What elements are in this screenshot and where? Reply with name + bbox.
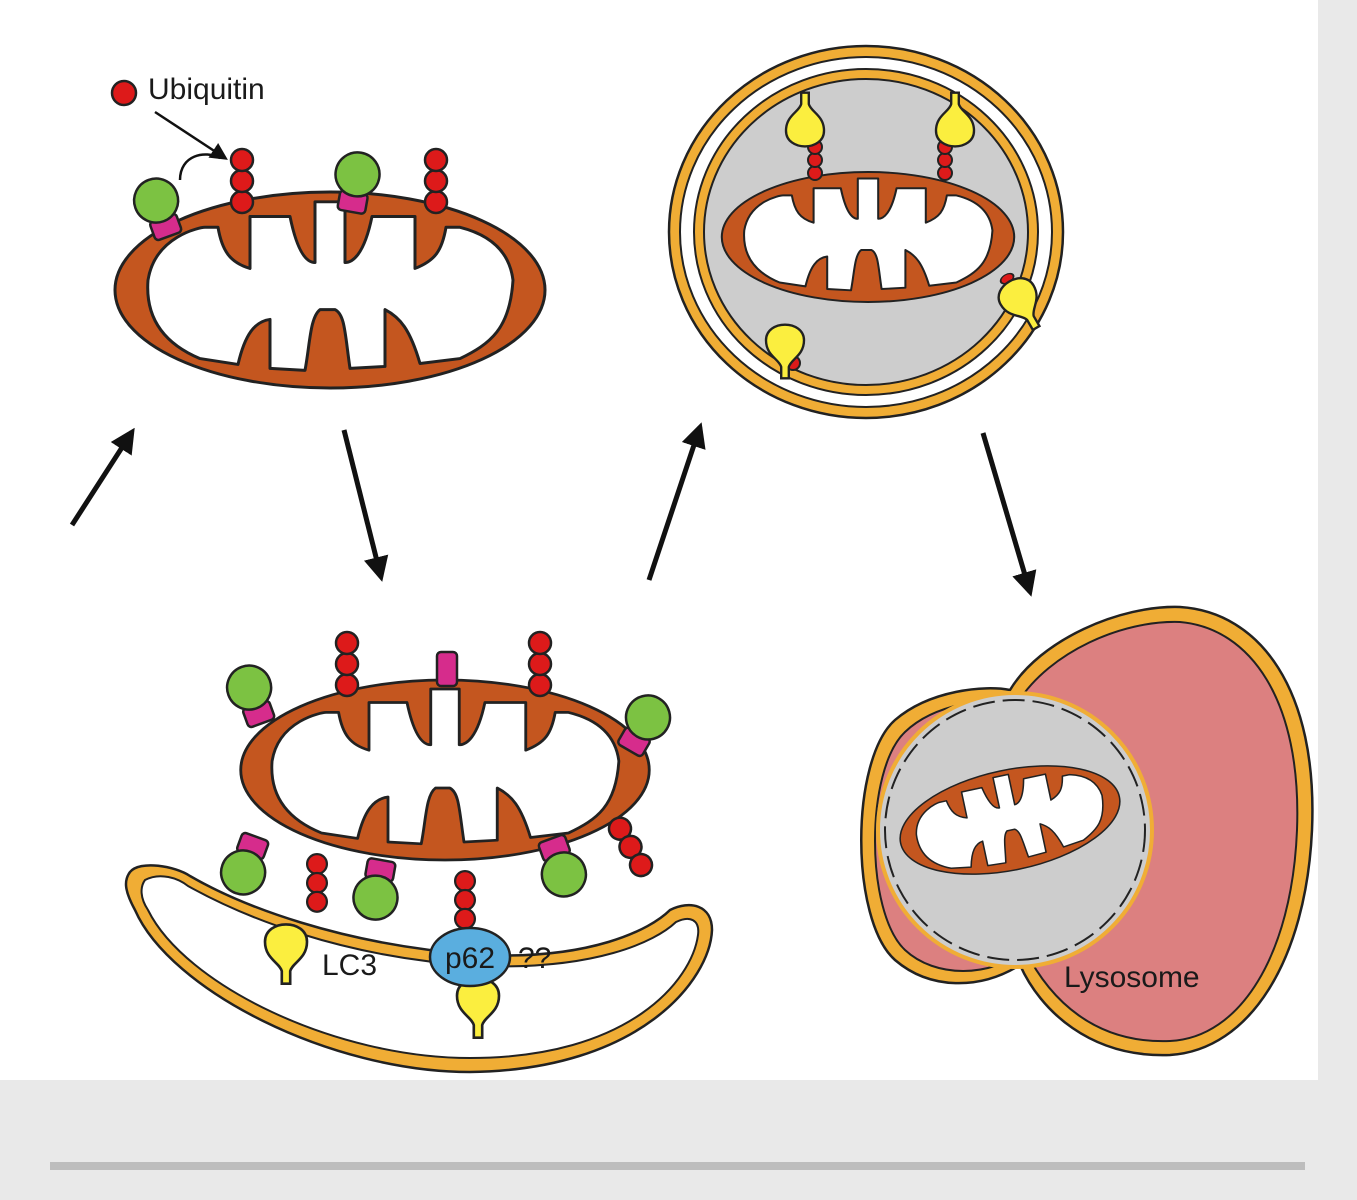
arrow-icon [980,432,1037,597]
ubiquitin-chain-icon [305,852,329,913]
p62-label: p62 [445,942,495,975]
ubiquitin-label: Ubiquitin [148,73,265,106]
mitochondrion-icon [239,678,651,862]
lysosome-label: Lysosome [1064,961,1200,994]
ubiquitin-chain-icon [423,147,449,215]
arrow-icon [646,422,706,581]
pathway-arrows [69,422,1037,597]
arrow-icon [341,429,389,582]
unknown-label: ?? [518,942,551,975]
stage4-autophagosome [667,44,1065,420]
arrow-icon [69,427,135,527]
ubiquitin-chain-icon [527,630,553,698]
ubiquitin-chain-icon [334,630,360,698]
ubiquitin-chain-icon [229,147,255,215]
arrow-icon [154,110,228,160]
p62-icon [428,926,512,988]
curved-arrow-icon [178,153,221,181]
mitochondrion-icon [720,170,1016,304]
pink1-icon [435,650,459,688]
ubiquitin-chain-icon [453,869,477,930]
divider [50,1162,1305,1170]
lc3-label: LC3 [322,949,377,982]
stage5-autolysosome: Lysosome [860,605,1314,1057]
ubiquitin-legend-icon [110,79,138,107]
stage2-phagophore: p62 LC3 ?? [124,630,714,1074]
ubiquitin-legend: Ubiquitin [110,73,265,181]
